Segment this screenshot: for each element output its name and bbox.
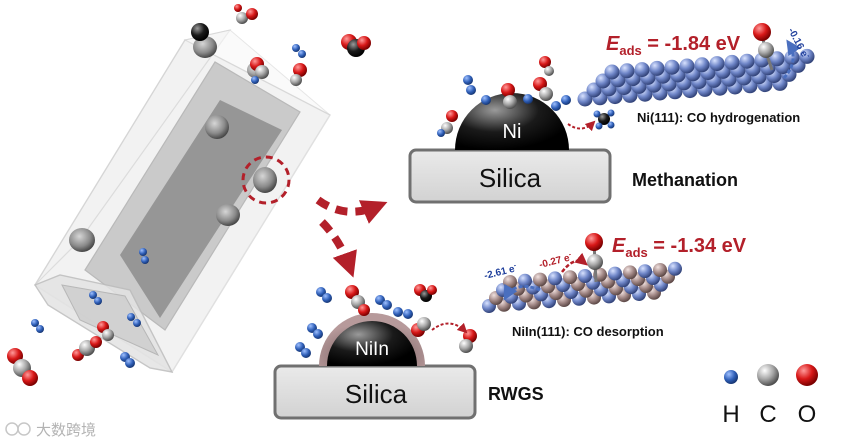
niin111-co-molecule [503, 233, 603, 301]
surface-atom [533, 272, 547, 287]
top-eads-sub: ads [619, 43, 641, 58]
oxygen-atom-swatch [796, 364, 818, 386]
surface-atom [649, 60, 665, 76]
bottom-eads-value: = -1.34 eV [648, 235, 747, 257]
top-eads-symbol: E [606, 33, 620, 55]
gas-molecules [7, 4, 371, 386]
bottom-charge-right-label: -0.27 e- [538, 251, 574, 271]
silica-pore-channel [33, 29, 332, 374]
niin-adsorbates [295, 284, 477, 358]
ni111-surface [577, 48, 815, 107]
svg-text:Eads = -1.34 eV: Eads = -1.34 eV [612, 235, 747, 260]
surface-atom [619, 63, 635, 79]
surface-atom [799, 48, 815, 64]
bottom-eads-symbol: E [612, 235, 626, 257]
surface-atom [724, 54, 740, 70]
methanation-label: Methanation [632, 170, 738, 190]
rwgs-label: RWGS [488, 384, 544, 404]
surface-atom [563, 270, 577, 285]
legend-c-label: C [759, 401, 776, 428]
surface-atom [664, 59, 680, 75]
pathway-arrows [315, 196, 388, 278]
surface-atom [623, 265, 637, 280]
surface-atom [608, 266, 622, 281]
ni-particle-label: Ni [503, 121, 522, 143]
legend-o-label: O [798, 401, 817, 428]
top-support-label: Silica [479, 163, 542, 193]
niin111-caption: NiIn(111): CO desorption [512, 324, 664, 339]
top-eads-label: Eads = -1.84 eV [606, 33, 741, 58]
ni111-caption: Ni(111): CO hydrogenation [637, 110, 800, 125]
legend-h-label: H [722, 401, 739, 428]
surface-atom [739, 53, 755, 69]
bottom-eads-label: Eads = -1.34 eV [612, 235, 747, 260]
surface-atom [638, 264, 652, 279]
watermark-logo [5, 422, 31, 436]
surface-atom [518, 273, 532, 288]
bottom-support-label: Silica [345, 379, 408, 409]
surface-atom [578, 269, 592, 283]
surface-atom [634, 62, 650, 78]
surface-atom [694, 57, 710, 73]
hydrogen-atom-swatch [724, 370, 738, 384]
surface-atom [769, 51, 785, 67]
surface-atom [668, 261, 682, 276]
watermark-text: 大数跨境 [36, 421, 96, 439]
surface-atom [548, 271, 562, 286]
niin-particle-label: NiIn [355, 339, 389, 360]
surface-atom [679, 58, 695, 74]
ni-catalyst [408, 93, 612, 204]
surface-atom [604, 64, 620, 80]
atom-legend [724, 364, 818, 386]
surface-atom [653, 263, 667, 277]
niin111-surface [482, 261, 682, 313]
bottom-eads-sub: ads [625, 245, 647, 260]
ni111-co-molecule [753, 23, 801, 79]
surface-atom [709, 56, 725, 72]
carbon-atom-swatch [757, 364, 779, 386]
top-eads-value: = -1.84 eV [642, 33, 741, 55]
ni-adsorbates [437, 56, 615, 137]
niin-catalyst [273, 313, 477, 420]
svg-text:Eads = -1.84 eV: Eads = -1.84 eV [606, 33, 741, 58]
